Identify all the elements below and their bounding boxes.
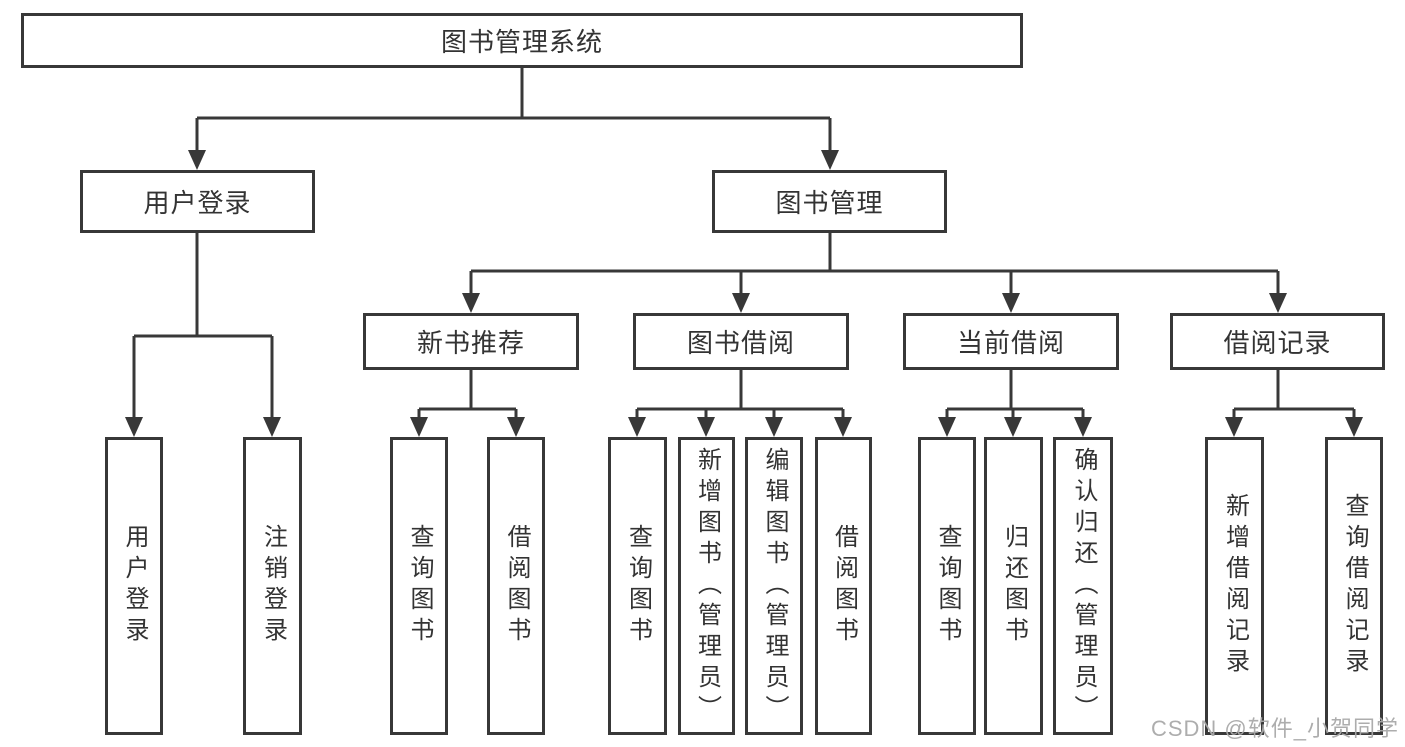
leaf-confirm-return-admin: 确认归还（管理员） — [1053, 437, 1113, 735]
arrowhead-icon — [697, 417, 715, 437]
node-current-borrowing: 当前借阅 — [903, 313, 1119, 370]
arrowhead-icon — [1225, 417, 1243, 437]
edge-book-mgmt-children — [469, 233, 1280, 296]
node-label: 编辑图书（管理员） — [761, 446, 788, 726]
arrowhead-icon — [188, 150, 206, 170]
arrowhead-icon — [507, 417, 525, 437]
leaf-add-books-admin: 新增图书（管理员） — [678, 437, 735, 735]
arrowhead-icon — [263, 417, 281, 437]
node-label: 用户登录 — [121, 524, 148, 648]
arrowhead-icon — [1002, 293, 1020, 313]
edge-root-to-level2 — [195, 68, 832, 153]
node-borrowing-records: 借阅记录 — [1170, 313, 1385, 370]
node-book-borrowing: 图书借阅 — [633, 313, 849, 370]
connector-path-group — [132, 68, 1356, 420]
node-label: 借阅图书 — [830, 524, 858, 648]
arrowhead-icon — [628, 417, 646, 437]
arrowhead-icon — [462, 293, 480, 313]
node-label: 用户登录 — [143, 188, 252, 218]
leaf-query-books-current: 查询图书 — [918, 437, 976, 735]
arrowhead-icon — [938, 417, 956, 437]
edge-borrow-records-children — [1232, 370, 1356, 420]
arrowhead-icon — [1074, 417, 1092, 437]
node-label: 新书推荐 — [416, 328, 525, 358]
leaf-add-borrow-record: 新增借阅记录 — [1205, 437, 1264, 735]
node-label: 查询借阅记录 — [1341, 493, 1368, 679]
node-label: 查询图书 — [406, 524, 433, 648]
leaf-borrow-books-recommend: 借阅图书 — [487, 437, 545, 735]
node-label: 图书管理系统 — [440, 27, 603, 57]
node-new-book-recommend: 新书推荐 — [363, 313, 579, 370]
node-label: 注销登录 — [259, 524, 287, 648]
arrowhead-icon — [1004, 417, 1022, 437]
node-label: 图书管理 — [775, 188, 884, 218]
leaf-borrow-books-borrowing: 借阅图书 — [815, 437, 872, 735]
leaf-return-books: 归还图书 — [984, 437, 1043, 735]
leaf-query-books-recommend: 查询图书 — [390, 437, 448, 735]
node-label: 查询图书 — [624, 524, 652, 648]
arrowhead-icon — [125, 417, 143, 437]
leaf-user-login: 用户登录 — [105, 437, 163, 735]
leaf-query-books-borrowing: 查询图书 — [608, 437, 667, 735]
node-label: 新增图书（管理员） — [693, 446, 721, 726]
edge-current-borrow-children — [945, 370, 1085, 420]
arrowhead-icon — [765, 417, 783, 437]
node-library-system: 图书管理系统 — [21, 13, 1023, 68]
node-label: 归还图书 — [1000, 524, 1028, 648]
arrowhead-group — [125, 150, 1363, 437]
node-label: 新增借阅记录 — [1221, 493, 1249, 679]
edge-book-borrow-children — [635, 370, 845, 420]
csdn-watermark: CSDN @软件_小贺同学 — [1150, 716, 1399, 741]
leaf-logout: 注销登录 — [243, 437, 302, 735]
node-label: 图书借阅 — [686, 328, 795, 358]
arrowhead-icon — [732, 293, 750, 313]
node-label: 确认归还（管理员） — [1070, 446, 1097, 726]
node-label: 借阅图书 — [503, 524, 530, 648]
arrowhead-icon — [834, 417, 852, 437]
node-label: 当前借阅 — [956, 328, 1065, 358]
arrowhead-icon — [1269, 293, 1287, 313]
arrowhead-icon — [410, 417, 428, 437]
node-label: 查询图书 — [934, 524, 961, 648]
edge-user-login-children — [132, 233, 274, 420]
edge-new-book-rec-children — [417, 370, 518, 420]
leaf-query-borrow-record: 查询借阅记录 — [1325, 437, 1383, 735]
node-user-login: 用户登录 — [80, 170, 315, 233]
leaf-edit-books-admin: 编辑图书（管理员） — [745, 437, 803, 735]
node-book-management: 图书管理 — [712, 170, 947, 233]
arrowhead-icon — [821, 150, 839, 170]
node-label: 借阅记录 — [1223, 328, 1332, 358]
arrowhead-icon — [1345, 417, 1363, 437]
